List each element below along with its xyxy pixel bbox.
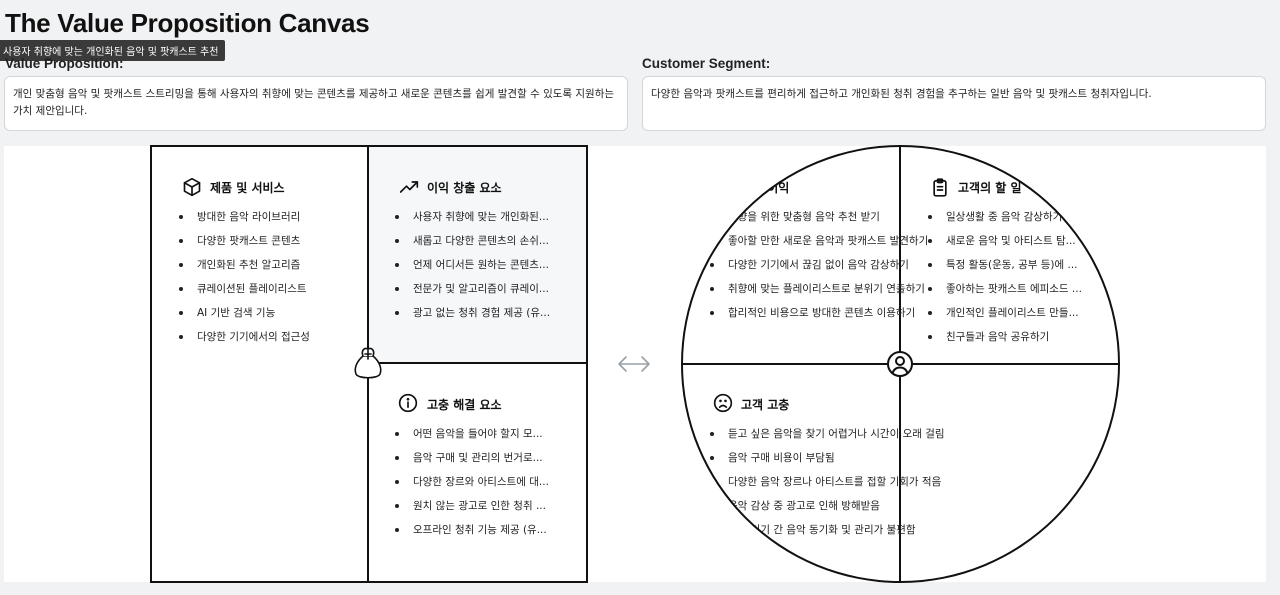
gift-icon (354, 347, 382, 379)
list-item: 언제 어디서든 원하는 콘텐츠... (391, 257, 566, 281)
list-item: 다양한 기기에서의 접근성 (175, 329, 360, 353)
list-item: 원치 않는 광고로 인한 청취 ... (391, 498, 566, 522)
gain-creators-title: 이익 창출 요소 (427, 181, 502, 195)
info-icon (398, 393, 418, 413)
box-icon (183, 177, 201, 197)
list-item: 큐레이션된 플레이리스트 (175, 281, 360, 305)
value-map-horizontal-divider (368, 362, 587, 364)
gain-creators-highlight (369, 147, 587, 363)
tooltip: 사용자 취향에 맞는 개인화된 음악 및 팟캐스트 추천 (0, 40, 226, 61)
list-item: 사용자 취향에 맞는 개인화된... (391, 209, 566, 233)
value-map-border (150, 145, 588, 583)
list-item: 어떤 음악을 들어야 할지 모... (391, 426, 566, 450)
list-item: AI 기반 검색 기능 (175, 305, 360, 329)
list-item: 오프라인 청취 기능 제공 (유... (391, 522, 566, 546)
value-proposition-field[interactable]: 개인 맞춤형 음악 및 팟캐스트 스트리밍을 통해 사용자의 취향에 맞는 콘텐… (4, 76, 628, 131)
value-proposition-label: Value Proposition: (5, 56, 124, 71)
list-item: 다양한 장르와 아티스트에 대... (391, 474, 566, 498)
pain-relievers-list: 어떤 음악을 들어야 할지 모... 음악 구매 및 관리의 번거로... 다양… (391, 426, 566, 546)
products-list: 방대한 음악 라이브러리 다양한 팟캐스트 콘텐츠 개인화된 추천 알고리즘 큐… (175, 209, 360, 353)
arrows-left-right-icon (618, 356, 650, 372)
list-item: 광고 없는 청취 경험 제공 (유... (391, 305, 566, 329)
trending-up-icon (399, 181, 419, 193)
customer-segment-label: Customer Segment: (642, 56, 771, 71)
customer-profile-border (681, 145, 1120, 583)
gain-creators-list: 사용자 취향에 맞는 개인화된... 새롭고 다양한 콘텐츠의 손쉬... 언제… (391, 209, 566, 329)
list-item: 방대한 음악 라이브러리 (175, 209, 360, 233)
smile-icon (732, 177, 752, 197)
list-item: 전문가 및 알고리즘이 큐레이... (391, 281, 566, 305)
list-item: 새롭고 다양한 콘텐츠의 손쉬... (391, 233, 566, 257)
list-item: 음악 구매 및 관리의 번거로... (391, 450, 566, 474)
pain-relievers-title: 고충 해결 요소 (427, 398, 502, 412)
list-item: 개인화된 추천 알고리즘 (175, 257, 360, 281)
page-title: The Value Proposition Canvas (5, 8, 370, 38)
products-title: 제품 및 서비스 (210, 181, 285, 195)
customer-segment-field[interactable]: 다양한 음악과 팟캐스트를 편리하게 접근하고 개인화된 청취 경험을 추구하는… (642, 76, 1266, 131)
list-item: 다양한 팟캐스트 콘텐츠 (175, 233, 360, 257)
